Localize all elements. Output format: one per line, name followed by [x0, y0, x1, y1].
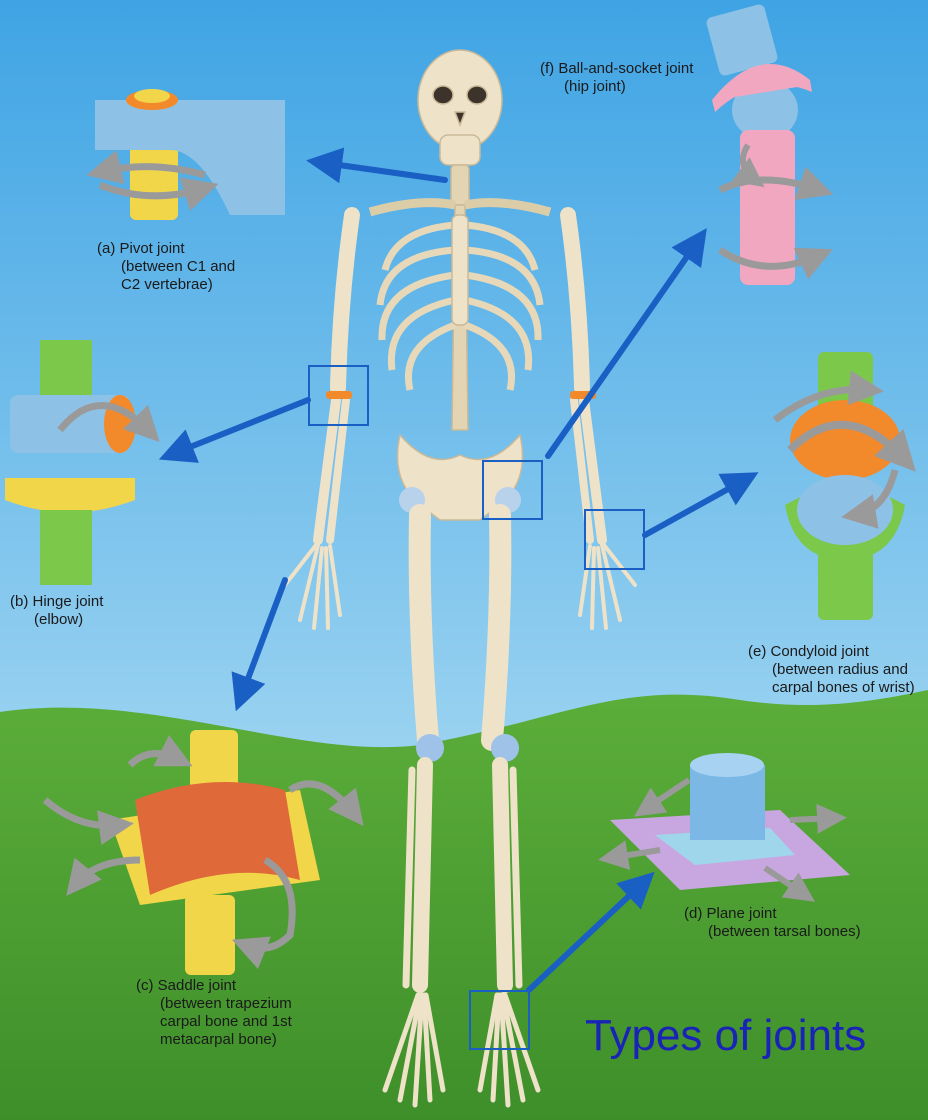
label-condyloid-joint: (e) Condyloid joint (between radius and …: [748, 643, 915, 697]
label-saddle-line4: metacarpal bone): [160, 1031, 277, 1048]
diagram-title: Types of joints: [585, 1011, 867, 1060]
saddle-joint-model: [42, 730, 364, 975]
plane-joint-model: [598, 753, 850, 902]
wrist-box: [584, 509, 645, 570]
pivot-joint-model: [86, 89, 285, 220]
label-saddle-line3: carpal bone and 1st: [160, 1013, 292, 1030]
sternum: [451, 214, 469, 326]
label-pivot-line2: (between C1 and: [121, 258, 236, 275]
arrow-to-pivot: [306, 147, 448, 184]
label-pivot-line1: (a) Pivot joint: [97, 240, 185, 257]
label-pivot-joint: (a) Pivot joint (between C1 and C2 verte…: [97, 240, 235, 294]
skeleton: [283, 49, 637, 1108]
elbow-box: [308, 365, 369, 426]
ankle-box: [469, 990, 530, 1050]
label-hinge-joint: (b) Hinge joint (elbow): [10, 593, 103, 629]
label-ball-socket-line2: (hip joint): [564, 78, 626, 95]
arrow-to-plane: [526, 871, 655, 993]
arrow-to-hinge: [158, 397, 311, 463]
label-plane-joint: (d) Plane joint (between tarsal bones): [684, 905, 861, 941]
label-pivot-line3: C2 vertebrae): [121, 276, 213, 293]
label-plane-line2: (between tarsal bones): [708, 923, 861, 940]
label-condyloid-line2: (between radius and: [772, 661, 908, 678]
hinge-joint-model: [5, 340, 160, 585]
right-hand: [578, 543, 637, 630]
label-plane-line1: (d) Plane joint: [684, 905, 777, 922]
label-ball-socket-line1: (f) Ball-and-socket joint: [540, 60, 694, 77]
highlight-boxes: [308, 365, 645, 1050]
left-foot: [382, 992, 446, 1108]
label-saddle-line2: (between trapezium: [160, 995, 292, 1012]
left-hand: [283, 543, 342, 630]
label-condyloid-line1: (e) Condyloid joint: [748, 643, 869, 660]
label-saddle-line1: (c) Saddle joint: [136, 977, 237, 994]
rib-cage: [376, 221, 544, 391]
condyloid-joint-model: [772, 352, 916, 620]
label-condyloid-line3: carpal bones of wrist): [772, 679, 915, 696]
cervical-spine: [450, 164, 470, 206]
label-hinge-line2: (elbow): [34, 611, 84, 628]
pointer-arrows: [158, 147, 759, 993]
label-hinge-line1: (b) Hinge joint: [10, 593, 104, 610]
hip-box: [482, 460, 543, 520]
label-saddle-joint: (c) Saddle joint (between trapezium carp…: [136, 977, 292, 1049]
ball-and-socket-model: [706, 4, 834, 285]
arrow-to-saddle: [231, 577, 288, 712]
arrow-to-ball-socket: [545, 228, 707, 459]
label-ball-socket-joint: (f) Ball-and-socket joint (hip joint): [540, 60, 693, 96]
arrow-to-condyloid: [642, 472, 759, 538]
